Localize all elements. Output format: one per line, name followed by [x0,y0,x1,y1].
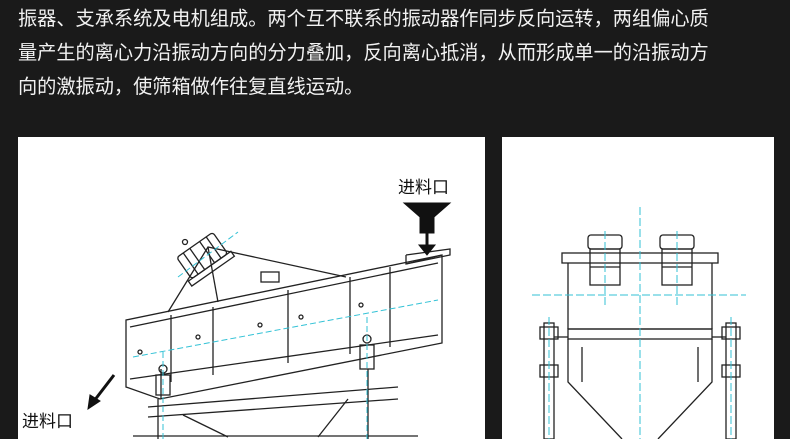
bolt-3 [298,314,304,320]
exciter-motor-rib-3 [199,241,216,264]
description-line-3: 向的激振动，使筛箱做作往复直线运动。 [18,75,364,98]
exciter-motor-rib-1 [182,252,199,275]
feed-chute-left [405,254,443,265]
exciter-motor-rib-4 [205,236,222,259]
bolt-2 [257,322,263,328]
hopper-left [567,339,623,439]
feed-hopper-funnel [402,202,452,234]
base-beam-top [147,386,399,408]
hopper-right [657,339,713,439]
side-view-drawing: 进料口 进料口 [18,137,485,439]
base-brace-2 [317,398,349,438]
end-view-svg [532,207,746,439]
description-line-1: 振器、支承系统及电机组成。两个互不联系的振动器作同步反向运转，两组偏心质 [18,7,709,30]
box-center-line [132,299,439,358]
inspection-window [260,271,280,283]
feed-inlet-label: 进料口 [398,178,449,198]
description-text: 振器、支承系统及电机组成。两个互不联系的振动器作同步反向运转，两组偏心质 量产生… [18,2,778,104]
base-beam-bottom [147,398,399,418]
outlet-arrow [87,374,116,411]
bolt-5 [137,349,143,355]
end-view-drawing [502,137,774,439]
base-brace-1 [182,414,229,438]
exciter-frame [167,246,347,313]
feed-hopper-arrow [417,244,437,256]
side-view-svg [87,202,452,439]
exciter-motor-rib-2 [189,247,206,271]
outlet-arrow-head [87,394,101,411]
outlet-label: 进料口 [22,412,73,432]
motor-center-line [177,231,239,278]
screen-box-inner-top [129,262,439,328]
bolt-4 [358,302,364,308]
outlet-arrow-shaft [92,374,116,402]
feed-chute [405,248,451,265]
screen-box-outline [125,254,443,400]
exciter-motor-base [187,250,236,287]
description-line-2: 量产生的离心力沿振动方向的分力叠加，反向离心抵消，从而形成单一的沿振动方 [18,41,709,64]
feed-hopper [402,202,452,256]
bolt-1 [195,334,201,340]
screen-box-inner-bottom [129,334,439,380]
lifting-lug [181,238,189,246]
